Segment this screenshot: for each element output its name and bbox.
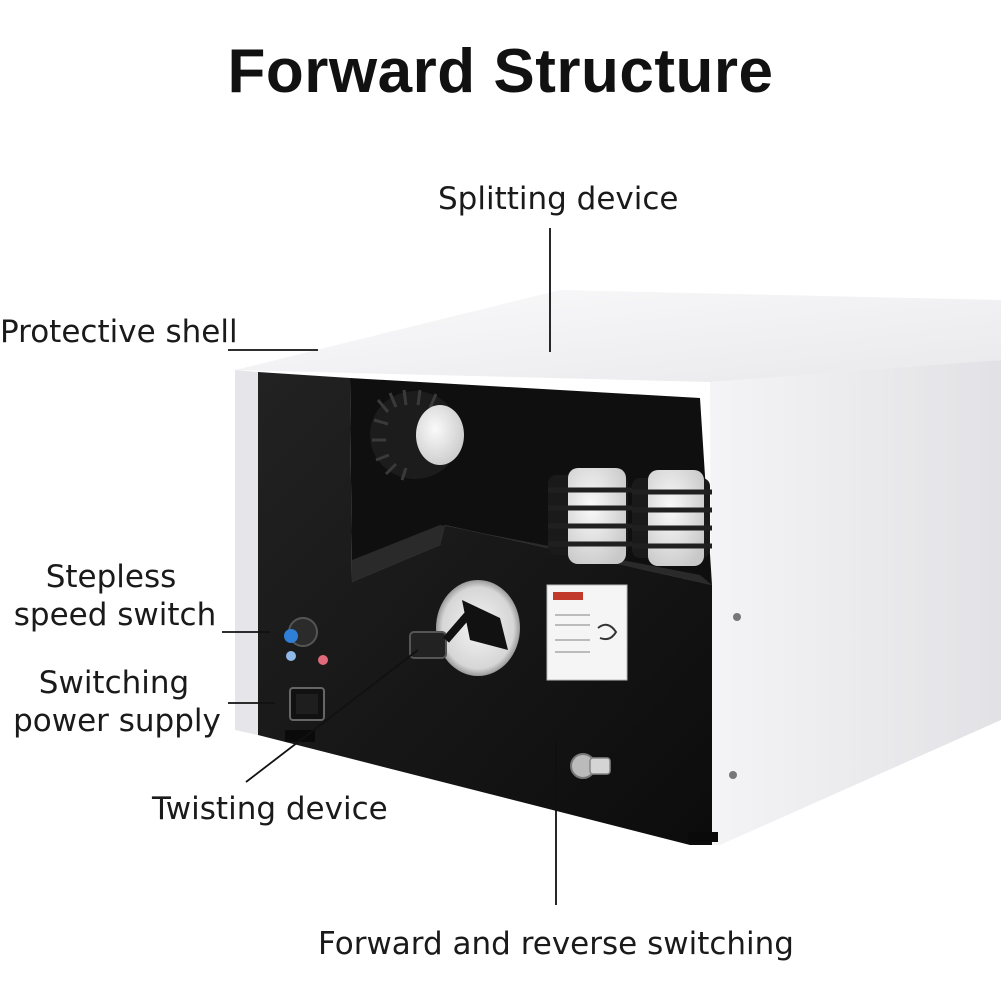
twisting-opening — [409, 580, 520, 676]
warning-sticker-icon — [546, 584, 628, 681]
shell-top — [235, 290, 1001, 382]
foot — [688, 832, 718, 842]
twin-brushes — [548, 468, 712, 566]
label-splitting-device: Splitting device — [438, 181, 679, 217]
label-switching-line2: power supply — [13, 703, 221, 739]
screw-icon — [729, 771, 737, 779]
leader-lines — [222, 228, 557, 905]
foot — [285, 730, 315, 742]
label-forward-reverse: Forward and reverse switching — [318, 926, 794, 962]
leader-twisting-device — [245, 649, 419, 783]
shell-right-side — [710, 360, 1001, 845]
splitting-brush — [370, 389, 464, 481]
page-title: Forward Structure — [227, 37, 774, 106]
shell-left-edge — [235, 370, 258, 735]
screw-icon — [733, 613, 741, 621]
rocker-switch-icon — [289, 687, 325, 721]
label-protective-shell: Protective shell — [0, 314, 238, 350]
label-twisting-device: Twisting device — [152, 791, 388, 827]
label-stepless-line1: Stepless — [45, 559, 177, 595]
label-stepless-line2: speed switch — [13, 597, 217, 633]
toggle-switch-icon — [570, 753, 611, 779]
label-switching-line1: Switching — [38, 665, 190, 701]
knob-icon — [284, 617, 328, 665]
